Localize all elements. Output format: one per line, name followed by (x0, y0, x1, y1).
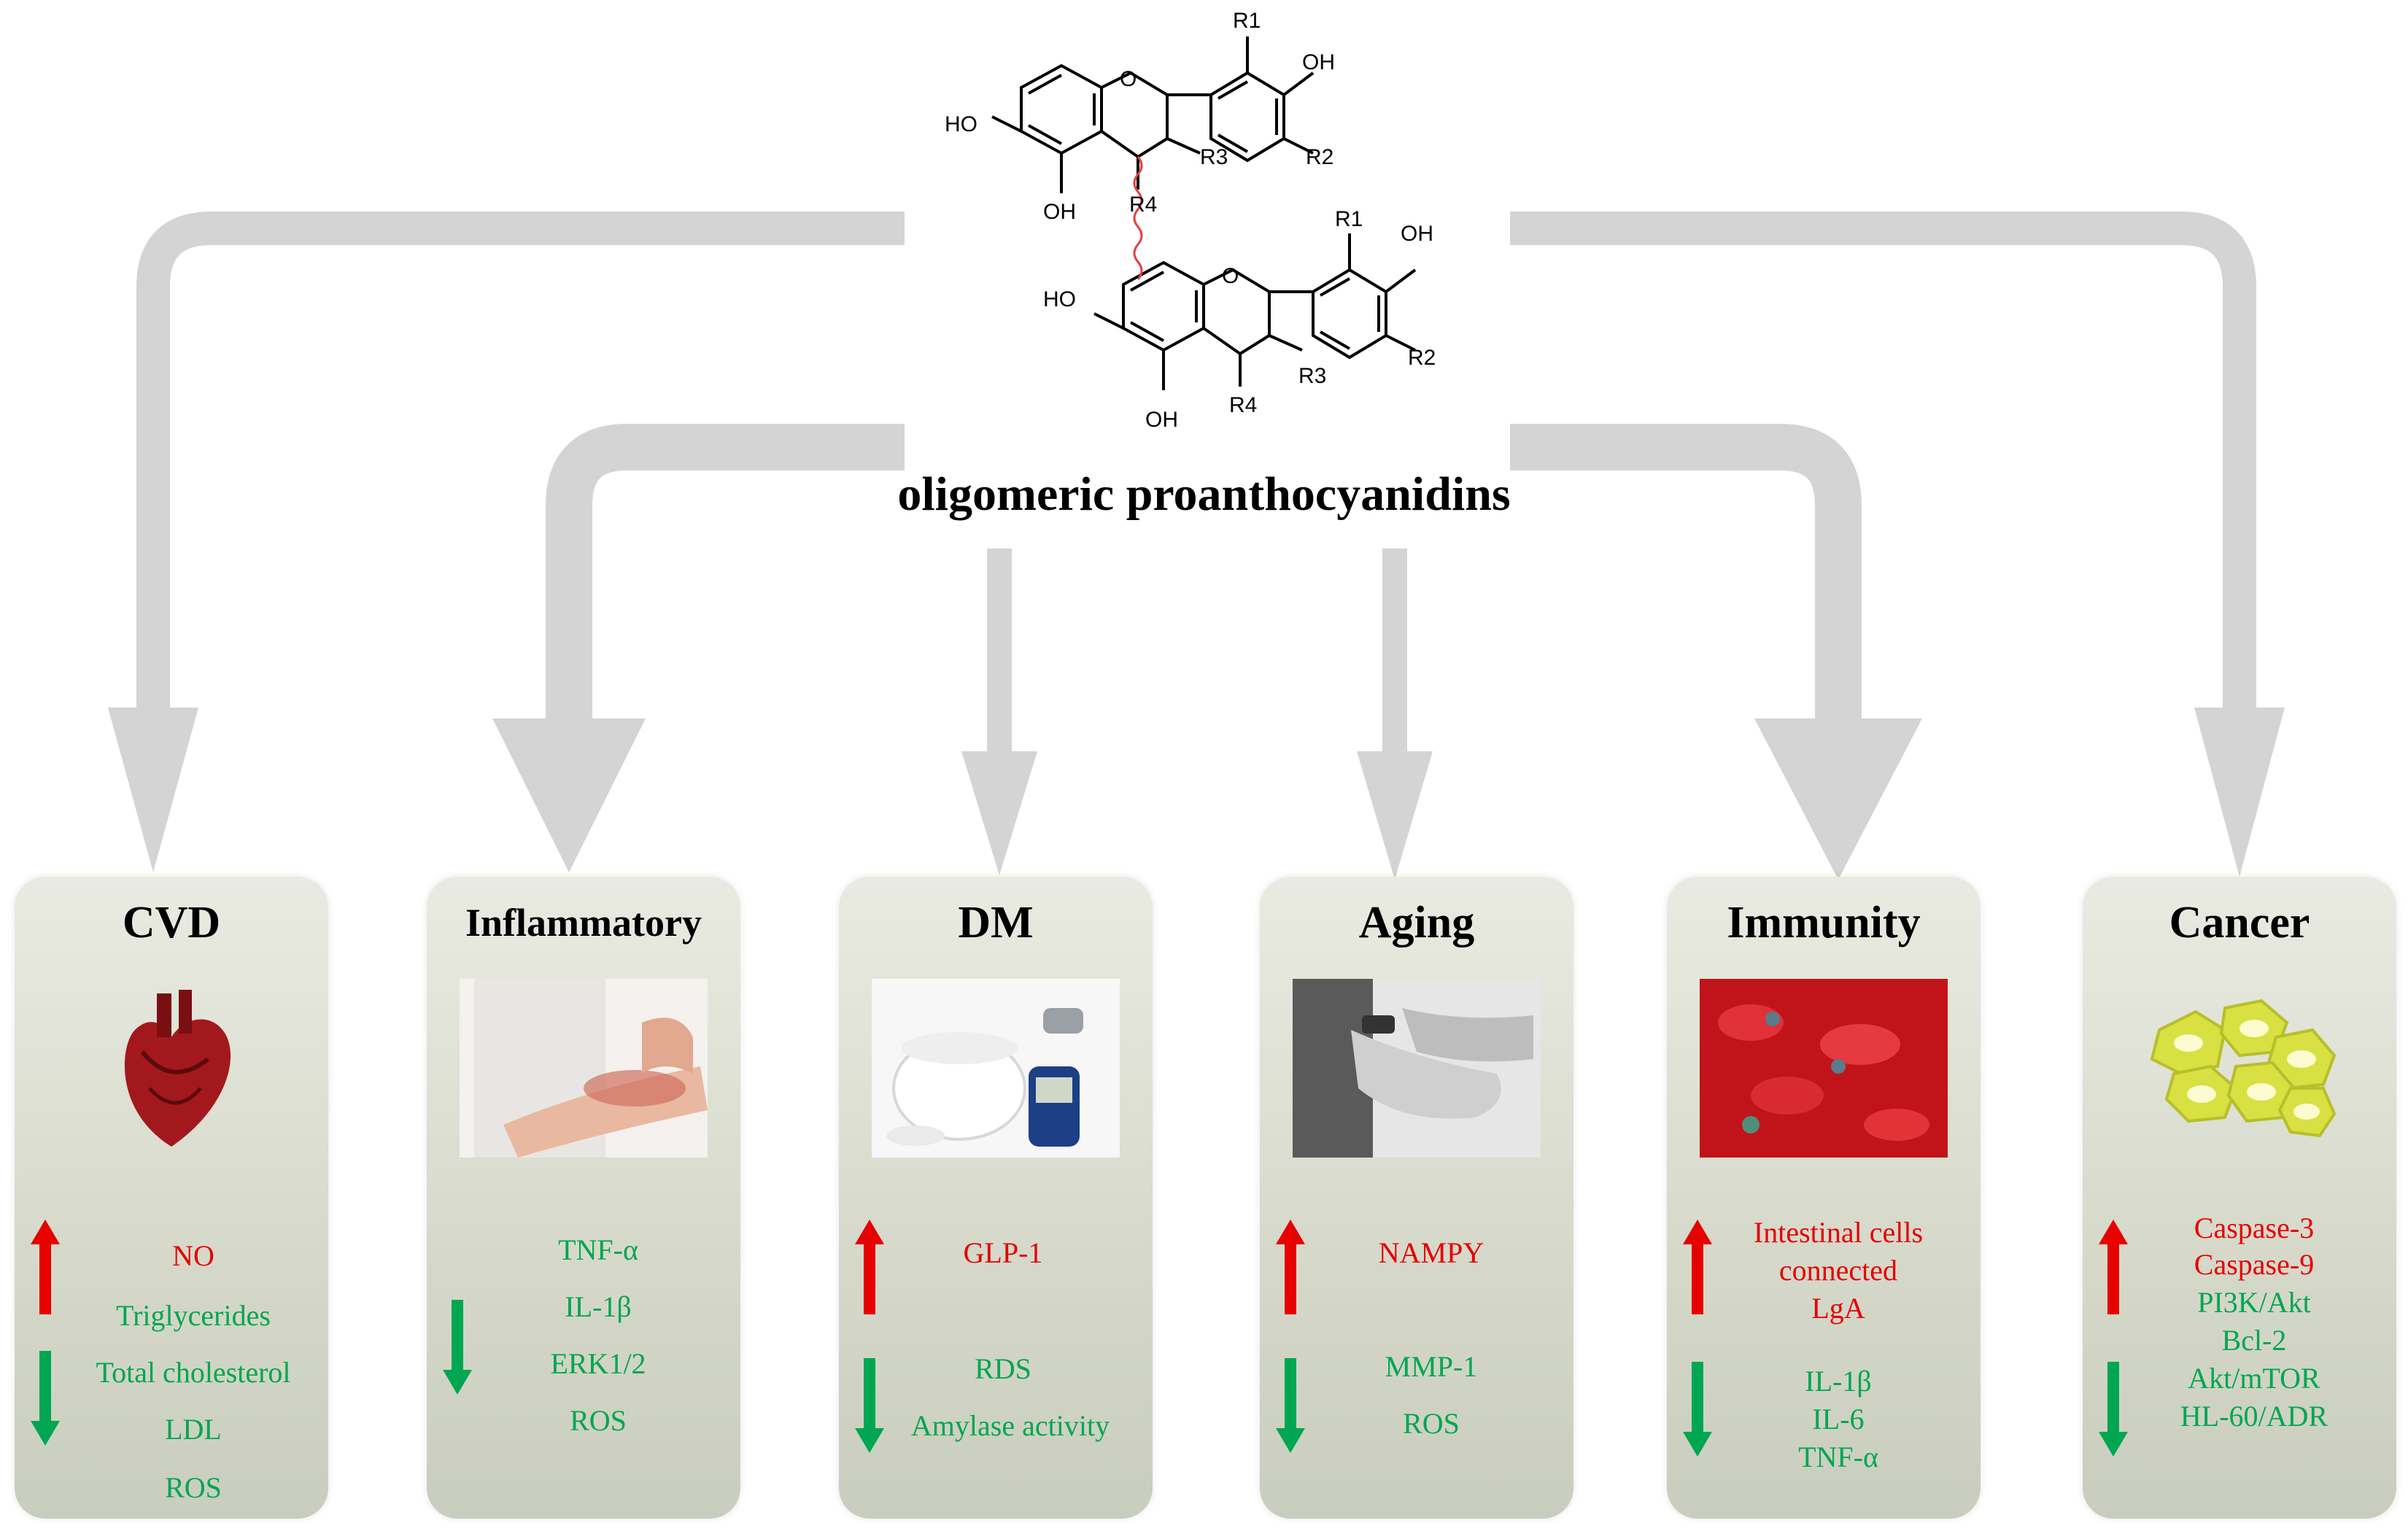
decrease-item: Triglycerides (116, 1299, 271, 1332)
cancer-cells-icon (2115, 979, 2364, 1158)
elderly-hands-icon (1293, 979, 1541, 1158)
down-arrow-icon (1276, 1358, 1305, 1453)
mol-label: O (1120, 67, 1137, 91)
diagram-title: oligomeric proanthocyanidins (897, 468, 1511, 521)
card-title: Cancer (2169, 898, 2310, 947)
mol-label: R1 (1233, 9, 1261, 33)
mol-label: R3 (1298, 364, 1326, 388)
decrease-item: Amylase activity (910, 1409, 1110, 1442)
decrease-item: HL-60/ADR (2180, 1400, 2328, 1433)
up-arrow-icon (1683, 1220, 1712, 1314)
decrease-item: IL-6 (1812, 1403, 1865, 1435)
down-arrow-icon (31, 1351, 60, 1446)
down-arrow-icon (443, 1300, 472, 1395)
up-arrow-icon (855, 1220, 884, 1314)
card-title: DM (958, 898, 1034, 947)
decrease-item: Akt/mTOR (2188, 1362, 2320, 1395)
decrease-item: TNF-α (1798, 1441, 1878, 1473)
increase-item: LgA (1811, 1292, 1865, 1325)
mol-label: OH (1043, 200, 1076, 224)
arrow-to-cvd (136, 212, 905, 715)
decrease-item: IL-1β (565, 1290, 632, 1323)
skin-inflammation-icon (460, 979, 708, 1158)
card-title: Inflammatory (465, 901, 702, 945)
increase-item: Intestinal cells (1753, 1216, 1924, 1249)
mol-label: HO (1043, 287, 1076, 311)
mol-label: R2 (1408, 346, 1436, 370)
arrowhead-cancer (2194, 708, 2285, 877)
decrease-item: Total cholesterol (96, 1356, 291, 1389)
mol-label: R3 (1200, 145, 1228, 169)
arrow-to-cancer (1510, 212, 2256, 715)
mol-label: OH (1302, 50, 1335, 74)
mol-label: O (1222, 264, 1239, 288)
card-inflammatory: Inflammatory TNF-α IL-1β ERK1/2 ROS (427, 877, 740, 1519)
down-arrow-icon (1683, 1362, 1712, 1457)
arrowhead-dm (961, 751, 1037, 875)
increase-item: Caspase-3 (2194, 1212, 2315, 1244)
down-arrow-icon (2099, 1362, 2128, 1457)
card-dm: DM GLP-1 RDS Amylase activity (839, 877, 1153, 1519)
molecule-structure: R1 OH HO R2 R3 R4 OH R1 OH HO R2 R3 R4 O… (945, 9, 1436, 432)
mol-label: OH (1145, 408, 1178, 432)
mol-label: R4 (1229, 393, 1257, 417)
card-aging: Aging NAMPY MMP-1 ROS (1260, 877, 1573, 1519)
decrease-item: IL-1β (1805, 1365, 1872, 1398)
arrow-to-inflammatory (546, 424, 905, 729)
card-immunity: Immunity Intestinal cells connected LgA … (1667, 877, 1981, 1519)
up-arrow-icon (2099, 1220, 2128, 1314)
decrease-item: ERK1/2 (550, 1347, 646, 1380)
arrowhead-inflammatory (492, 718, 646, 872)
glucose-meter-icon (872, 979, 1120, 1158)
decrease-item: RDS (975, 1352, 1031, 1385)
mol-label: HO (945, 112, 977, 136)
card-title: CVD (122, 898, 221, 947)
decrease-item: ROS (1403, 1407, 1460, 1440)
decrease-item: ROS (165, 1471, 222, 1504)
card-title: Immunity (1727, 898, 1921, 947)
increase-item: NAMPY (1378, 1236, 1484, 1269)
decrease-item: MMP-1 (1385, 1350, 1478, 1383)
increase-item: GLP-1 (963, 1236, 1043, 1269)
down-arrow-icon (855, 1358, 884, 1453)
decrease-item: LDL (165, 1413, 222, 1446)
mol-label: OH (1401, 222, 1433, 246)
heart-icon (47, 979, 295, 1158)
card-cancer: Cancer (2083, 877, 2396, 1519)
arrowhead-immunity (1754, 718, 1922, 880)
up-arrow-icon (31, 1220, 60, 1314)
up-arrow-icon (1276, 1220, 1305, 1314)
blood-cells-icon (1700, 979, 1948, 1158)
arrowhead-cvd (108, 708, 198, 872)
arrow-to-immunity (1510, 424, 1862, 729)
arrowhead-aging (1357, 751, 1433, 880)
decrease-item: TNF-α (558, 1233, 638, 1266)
increase-item: connected (1778, 1254, 1898, 1287)
card-cvd: CVD NO Triglycerides Total cholesterol L… (15, 877, 328, 1519)
mol-label: R2 (1306, 145, 1333, 169)
decrease-item: ROS (570, 1404, 627, 1437)
decrease-item: PI3K/Akt (2197, 1286, 2311, 1319)
mol-label: R4 (1129, 193, 1157, 217)
increase-item: Caspase-9 (2194, 1248, 2315, 1281)
increase-item: NO (172, 1239, 214, 1272)
mol-label: R1 (1335, 207, 1363, 231)
card-title: Aging (1358, 898, 1475, 947)
decrease-item: Bcl-2 (2221, 1324, 2287, 1357)
